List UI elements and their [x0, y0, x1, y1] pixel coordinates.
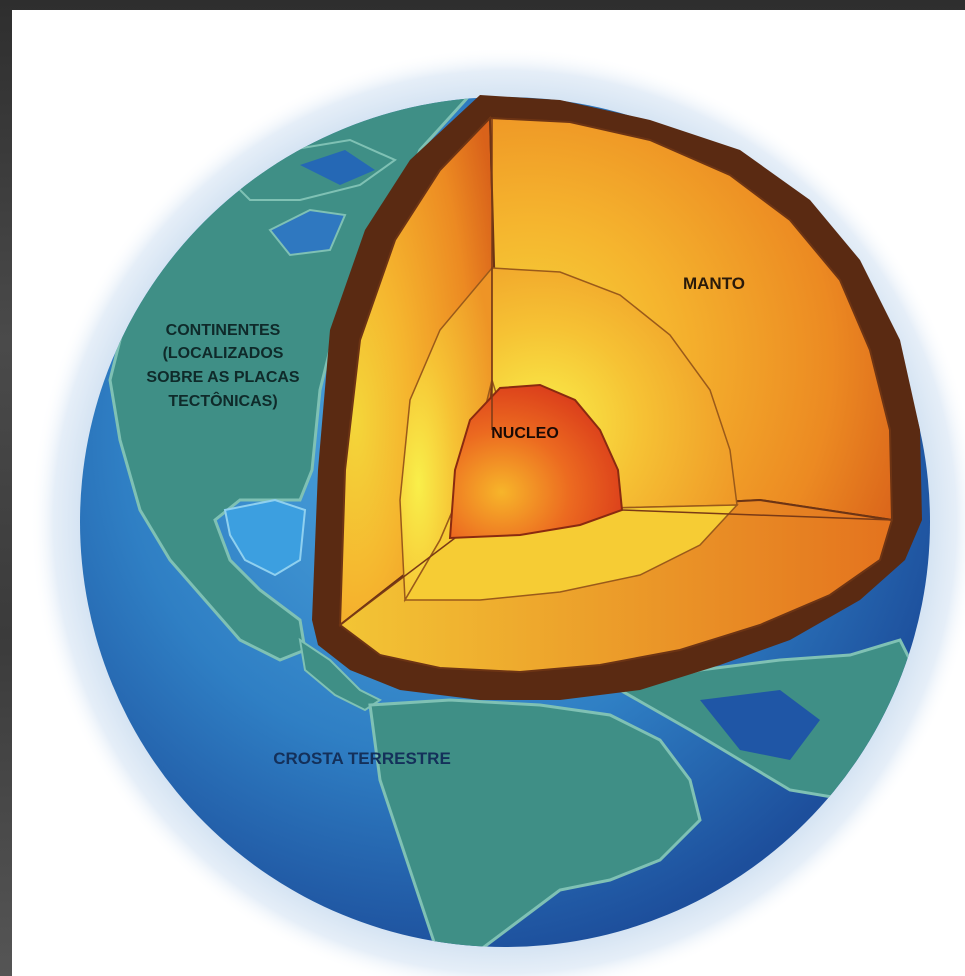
label-continentes-line3: SOBRE AS PLACAS: [146, 369, 300, 386]
core: [448, 383, 624, 540]
seam-left: [339, 537, 456, 626]
label-continentes-line2: (LOCALIZADOS: [163, 345, 284, 362]
label-continentes-line4: TECTÔNICAS): [168, 391, 277, 410]
ocean-patch-right: [700, 690, 820, 760]
seam-right: [621, 509, 893, 521]
label-manto: MANTO: [683, 274, 745, 293]
continent-north-america: [108, 97, 474, 662]
gulf-of-mexico: [223, 498, 307, 577]
arctic-sea: [300, 150, 375, 185]
label-continentes-line1: CONTINENTES: [166, 322, 281, 339]
label-crosta-terrestre: CROSTA TERRESTRE: [273, 749, 451, 768]
label-nucleo: NUCLEO: [491, 425, 559, 442]
hudson-bay: [268, 208, 347, 257]
continent-south-america: [368, 698, 702, 947]
